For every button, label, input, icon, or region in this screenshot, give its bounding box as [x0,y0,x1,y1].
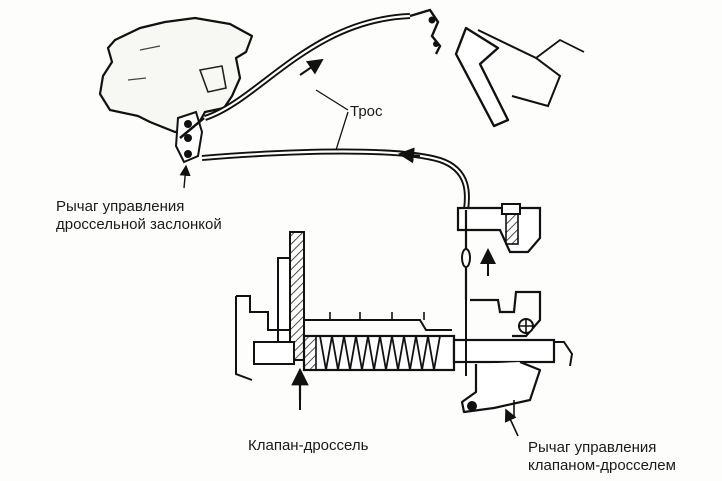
upper-cable [204,13,411,121]
label-valve-lever-line2: клапаном-дросселем [528,457,676,474]
label-throttle-lever-line2: дроссельной заслонкой [56,216,222,233]
carburetor-detail-lines [127,45,161,81]
accelerator-pedal [409,8,585,128]
label-throttle-lever-line1: Рычаг управления [56,198,185,215]
throttle-valve-assembly [235,231,574,410]
carburetor-body [98,16,254,134]
throttle-lever-leader [179,164,191,189]
valve-lever-bracket [456,203,542,300]
label-valve-lever-line1: Рычаг управления [528,439,657,456]
label-cable: Трос [350,103,383,120]
lower-cable [201,147,470,211]
carburetor-detail [198,65,227,93]
cable-leader-lines [315,89,349,151]
throttle-lever-bracket [174,110,205,164]
label-throttle-valve: Клапан-дроссель [248,437,369,454]
valve-control-lever [460,290,542,437]
